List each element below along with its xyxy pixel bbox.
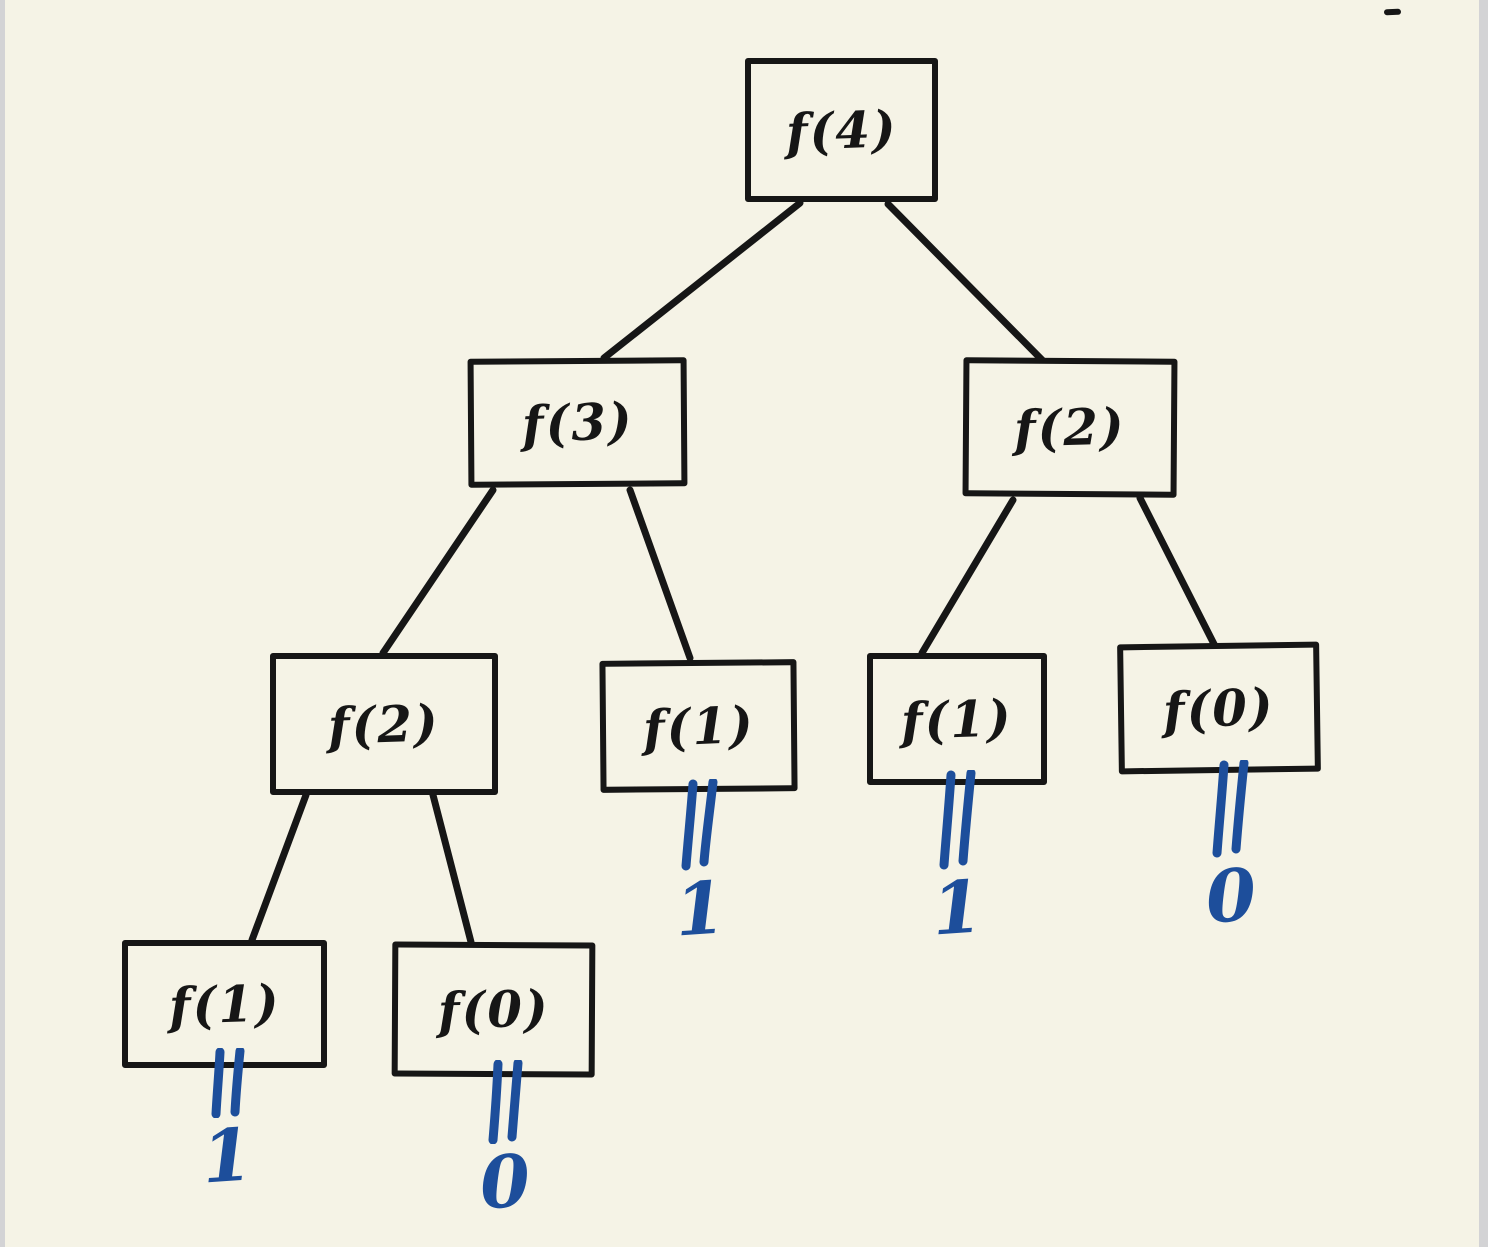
tree-node-f3: f(3) xyxy=(467,357,688,488)
edge-f2-f1 xyxy=(918,496,1017,657)
tree-node-f2-left: f(2) xyxy=(270,653,498,795)
tree-node-f1-bottom: f(1) xyxy=(122,940,327,1068)
stray-pen-dash xyxy=(1383,8,1402,16)
value-annotation-f1-right: 1 xyxy=(922,770,992,952)
node-label: f(2) xyxy=(327,692,441,756)
value-annotation-f0-bottom: 0 xyxy=(470,1060,540,1226)
value-number: 1 xyxy=(671,864,728,953)
value-annotation-f1-mid: 1 xyxy=(665,779,735,953)
equals-icon xyxy=(211,1048,245,1118)
value-annotation-f1-bottom: 1 xyxy=(192,1048,262,1200)
equals-icon xyxy=(681,779,718,871)
node-label: f(1) xyxy=(900,687,1014,751)
page-edge-right xyxy=(1479,0,1488,1247)
node-label: f(3) xyxy=(520,390,635,455)
equals-icon xyxy=(1212,760,1249,858)
edge-f2-f0 xyxy=(1136,494,1221,654)
edge-f2-f1-left xyxy=(248,791,310,944)
node-label: f(2) xyxy=(1013,396,1127,459)
page-edge-left xyxy=(0,0,5,1247)
node-label: f(1) xyxy=(167,972,282,1036)
value-number: 0 xyxy=(476,1137,533,1226)
tree-node-f0-right: f(0) xyxy=(1117,641,1321,775)
value-annotation-f0-right: 0 xyxy=(1196,760,1266,940)
tree-node-f1-mid: f(1) xyxy=(599,659,798,793)
edge-f3-f1 xyxy=(626,486,694,662)
value-number: 0 xyxy=(1202,851,1259,940)
tree-node-f0-bottom: f(0) xyxy=(391,941,596,1078)
tree-node-f2-right: f(2) xyxy=(962,357,1178,498)
tree-node-f4-root: f(4) xyxy=(745,58,938,202)
node-label: f(4) xyxy=(784,98,899,162)
node-label: f(0) xyxy=(436,978,551,1041)
equals-icon xyxy=(939,770,976,870)
equals-icon xyxy=(488,1060,523,1144)
value-number: 1 xyxy=(928,863,985,952)
node-label: f(1) xyxy=(641,694,756,758)
edge-f4-f3 xyxy=(600,199,804,362)
edge-f2-f0-left xyxy=(429,791,475,946)
tree-node-f1-right: f(1) xyxy=(867,653,1047,785)
value-number: 1 xyxy=(198,1111,255,1200)
edge-f3-f2 xyxy=(379,486,497,657)
node-label: f(0) xyxy=(1161,675,1277,741)
edge-f4-f2 xyxy=(884,200,1054,372)
